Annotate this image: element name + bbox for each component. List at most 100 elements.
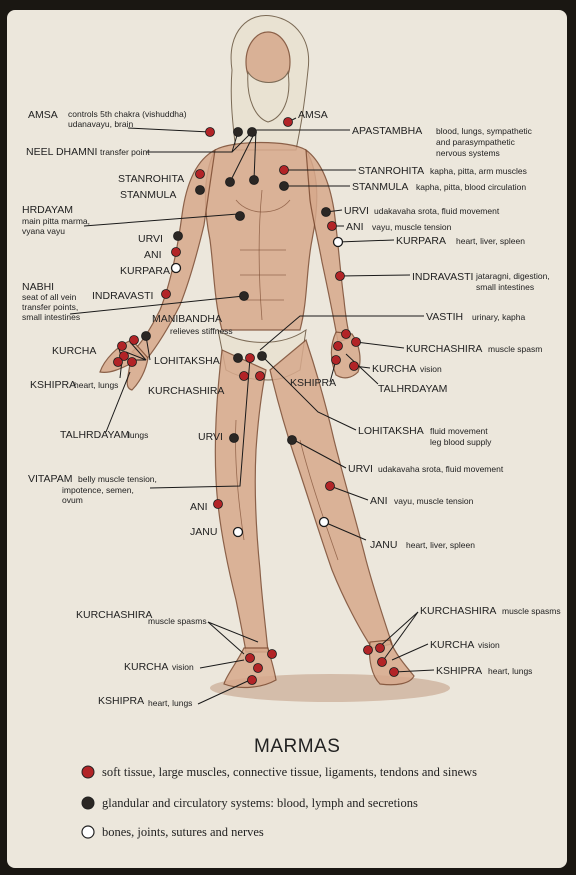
marma-point-kurchashira-foot-right-1 <box>364 646 373 655</box>
label-kurcha-foot-right: KURCHA <box>430 639 474 651</box>
label-stanmula-right: STANMULA <box>352 181 408 193</box>
marma-point-urvi-leg-right <box>288 436 297 445</box>
label-ani-leg-left: ANI <box>190 501 208 513</box>
marma-point-kshipra-hand-left <box>128 358 137 367</box>
label-kurpara-left: KURPARA <box>120 265 170 277</box>
desc-kurchashira-foot-right: muscle spasms <box>502 606 561 616</box>
legend-soft-tissue-text: soft tissue, large muscles, connective t… <box>102 765 477 779</box>
marma-point-kshipra-foot-right <box>390 668 399 677</box>
marma-point-talhrdayam-right <box>350 362 359 371</box>
legend: soft tissue, large muscles, connective t… <box>82 765 477 839</box>
marma-point-indravasti-right <box>336 272 345 281</box>
marma-point-neel-dhamni-left <box>234 128 243 137</box>
marma-point-urvi-arm-left <box>174 232 183 241</box>
marma-point-vitapam-right <box>256 372 265 381</box>
marma-point-kurchashira-foot-left-2 <box>268 650 277 659</box>
label-kshipra-hand-left: KSHIPRA <box>30 379 76 391</box>
label-ani-leg-right: ANI <box>370 495 388 507</box>
desc-vastih: urinary, kapha <box>472 312 526 322</box>
marma-point-kurpara-right <box>334 238 343 247</box>
desc-amsa-left-1: controls 5th chakra (vishuddha) <box>68 109 187 119</box>
label-kurcha-hand-left: KURCHA <box>52 345 96 357</box>
label-indravasti-right: INDRAVASTI <box>412 271 473 283</box>
label-kurcha-hand-right: KURCHA <box>372 363 416 375</box>
label-kurchashira-hand-right: KURCHASHIRA <box>406 343 482 355</box>
marma-point-amsa-left <box>206 128 215 137</box>
label-amsa-left: AMSA <box>28 109 58 121</box>
legend-glandular-text: glandular and circulatory systems: blood… <box>102 796 418 810</box>
label-stanrohita-right: STANROHITA <box>358 165 424 177</box>
marma-point-urvi-leg-left <box>230 434 239 443</box>
marma-point-urvi-arm-right <box>322 208 331 217</box>
marma-point-janu-right <box>320 518 329 527</box>
marma-point-lohitaksha-left <box>234 354 243 363</box>
desc-lohitaksha-right-1: fluid movement <box>430 426 488 436</box>
marma-point-apastambha-left <box>226 178 235 187</box>
desc-apastambha-1: blood, lungs, sympathetic <box>436 126 533 136</box>
label-talhrdayam-right: TALHRDAYAM <box>378 383 447 395</box>
desc-indravasti-right-1: jataragni, digestion, <box>475 271 550 281</box>
label-urvi-leg-right: URVI <box>348 463 373 475</box>
marma-point-kurchashira-foot-right-2 <box>376 644 385 653</box>
marma-point-lohitaksha-right <box>258 352 267 361</box>
label-urvi-arm-left: URVI <box>138 233 163 245</box>
marma-point-amsa-right <box>284 118 293 127</box>
marma-point-stanrohita-right <box>280 166 289 175</box>
marma-point-stanmula-right <box>280 182 289 191</box>
desc-amsa-left-2: udanavayu, brain <box>68 119 133 129</box>
diagram-title: MARMAS <box>254 736 340 757</box>
desc-urvi-arm-right: udakavaha srota, fluid movement <box>374 206 500 216</box>
desc-kurcha-foot-right: vision <box>478 640 500 650</box>
marma-point-ani-leg-right <box>326 482 335 491</box>
marma-point-kurpara-left <box>172 264 181 273</box>
label-lohitaksha-left: LOHITAKSHA <box>154 355 220 367</box>
marma-point-talhrdayam-left <box>114 358 123 367</box>
desc-janu-right: heart, liver, spleen <box>406 540 475 550</box>
marma-point-kurcha-foot-right <box>378 658 387 667</box>
label-kurchashira-hand-left: KURCHASHIRA <box>148 385 224 397</box>
label-urvi-arm-right: URVI <box>344 205 369 217</box>
marma-point-stanmula-left <box>196 186 205 195</box>
marma-point-neel-dhamni-right <box>248 128 257 137</box>
marma-point-ani-arm-right <box>328 222 337 231</box>
label-ani-arm-left: ANI <box>144 249 162 261</box>
label-indravasti-left: INDRAVASTI <box>92 290 153 302</box>
label-lohitaksha-right: LOHITAKSHA <box>358 425 424 437</box>
label-janu-right: JANU <box>370 539 397 551</box>
desc-lohitaksha-right-2: leg blood supply <box>430 437 492 447</box>
desc-hrdayam-1: main pitta marma, <box>22 216 90 226</box>
label-kshipra-foot-left: KSHIPRA <box>98 695 144 707</box>
desc-kurchashira-foot-left: muscle spasms <box>148 616 207 626</box>
label-kurchashira-foot-right: KURCHASHIRA <box>420 605 496 617</box>
desc-vitapam-2: impotence, semen, <box>62 485 134 495</box>
legend-soft-tissue-dot <box>82 766 94 778</box>
label-kshipra-foot-right: KSHIPRA <box>436 665 482 677</box>
label-kurpara-right: KURPARA <box>396 235 446 247</box>
desc-kurpara-right: heart, liver, spleen <box>456 236 525 246</box>
label-kshipra-hand-right: KSHIPRA <box>290 377 336 389</box>
desc-urvi-leg-right: udakavaha srota, fluid movement <box>378 464 504 474</box>
marma-point-kshipra-hand-right <box>332 356 341 365</box>
marma-point-nabhi <box>240 292 249 301</box>
marma-point-kurcha-foot-left <box>254 664 263 673</box>
legend-glandular-dot <box>82 797 94 809</box>
desc-talhrdayam-left: lungs <box>128 430 148 440</box>
label-manibandha: MANIBANDHA <box>152 313 222 325</box>
marma-point-kurchashira-hand-right-2 <box>352 338 361 347</box>
marma-point-kurchashira-foot-left-1 <box>246 654 255 663</box>
label-neel-dhamni: NEEL DHAMNI <box>26 146 97 158</box>
desc-kshipra-hand-left: heart, lungs <box>74 380 118 390</box>
marma-point-apastambha-right <box>250 176 259 185</box>
marma-point-vitapam-left <box>240 372 249 381</box>
marma-point-vastih <box>246 354 255 363</box>
desc-kurcha-hand-right: vision <box>420 364 442 374</box>
marma-point-janu-left <box>234 528 243 537</box>
desc-stanrohita-right: kapha, pitta, arm muscles <box>430 166 527 176</box>
desc-hrdayam-2: vyana vayu <box>22 226 65 236</box>
desc-indravasti-right-2: small intestines <box>476 282 534 292</box>
desc-kshipra-foot-right: heart, lungs <box>488 666 532 676</box>
marma-point-ani-arm-left <box>172 248 181 257</box>
desc-nabhi-2: transfer points, <box>22 302 78 312</box>
desc-ani-arm-right: vayu, muscle tension <box>372 222 452 232</box>
